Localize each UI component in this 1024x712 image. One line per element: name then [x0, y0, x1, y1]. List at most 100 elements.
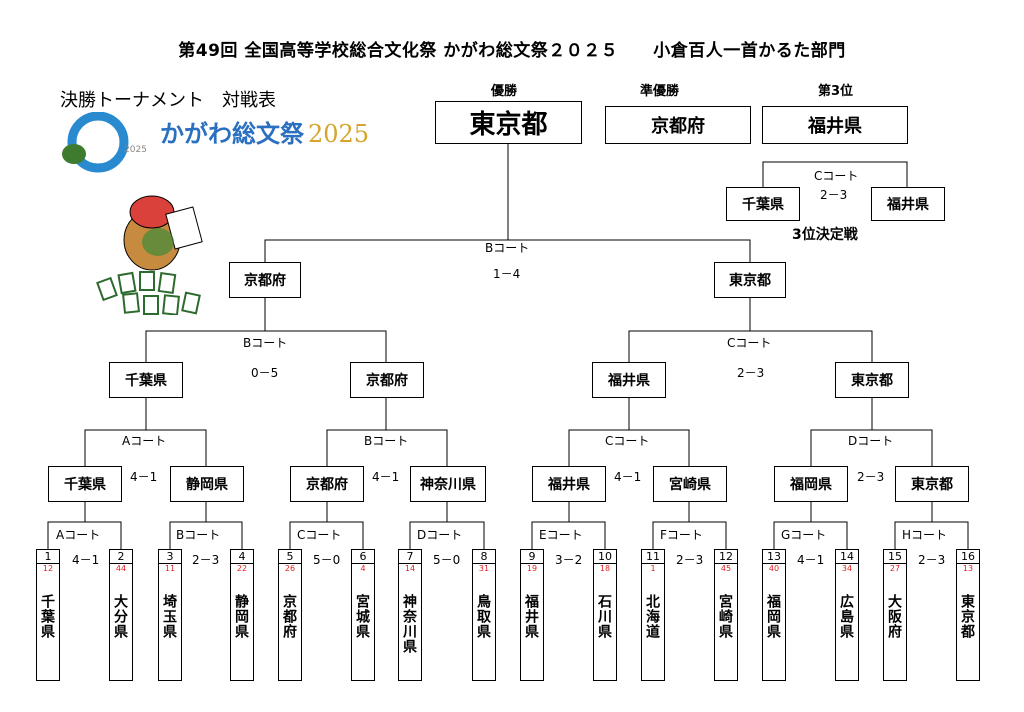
- entry-name: 北海道: [644, 594, 660, 639]
- champion-label: 優勝: [491, 84, 518, 99]
- quarterfinal-court: Aコート: [122, 434, 167, 448]
- quarterfinal-box: 福井県: [532, 466, 606, 502]
- final-left: 京都府: [229, 262, 301, 298]
- karuta-cards: [96, 271, 201, 315]
- svg-text:2025: 2025: [124, 145, 147, 155]
- semifinal-box: 福井県: [592, 362, 666, 398]
- entry-number: 10: [594, 550, 616, 564]
- entry-number: 6: [352, 550, 374, 564]
- first-round-court: Fコート: [660, 528, 703, 542]
- third-place-caption: 3位決定戦: [792, 227, 858, 243]
- quarterfinal-score: 2－3: [857, 470, 885, 484]
- quarterfinal-score: 4－1: [614, 470, 642, 484]
- entry-seed: 4: [360, 564, 366, 573]
- page-subtitle: 決勝トーナメント 対戦表: [60, 90, 276, 111]
- first-round-court: Eコート: [539, 528, 583, 542]
- first-round-court: Aコート: [56, 528, 101, 542]
- entry-number: 7: [399, 550, 421, 564]
- entry-number: 1: [37, 550, 59, 564]
- entry-seed: 11: [164, 564, 176, 573]
- entry-name: 石川県: [596, 594, 612, 639]
- logo-year: 2025: [308, 120, 370, 148]
- first-round-score: 5－0: [433, 553, 461, 567]
- third-place-score: 2－3: [820, 188, 848, 202]
- entry-number: 8: [473, 550, 495, 564]
- quarterfinal-box: 宮崎県: [653, 466, 727, 502]
- entry-name: 宮崎県: [717, 594, 733, 639]
- entry-seed: 34: [841, 564, 853, 573]
- first-round-score: 2－3: [192, 553, 220, 567]
- entry-name: 京都府: [281, 594, 297, 639]
- entry-seed: 19: [526, 564, 538, 573]
- entry-name: 鳥取県: [475, 594, 491, 639]
- quarterfinal-score: 4－1: [372, 470, 400, 484]
- entry-name: 埼玉県: [161, 594, 177, 639]
- quarterfinal-court: Cコート: [605, 434, 650, 448]
- final-score: 1－4: [493, 267, 521, 281]
- logo-icon: 2025: [62, 112, 147, 173]
- final-court: Bコート: [485, 241, 530, 255]
- entry-seed: 44: [115, 564, 127, 573]
- third-label: 第3位: [818, 84, 854, 99]
- semifinal-box: 京都府: [350, 362, 424, 398]
- champion-box: 東京都: [435, 101, 582, 144]
- entry-seed: 40: [768, 564, 780, 573]
- third-place-left: 千葉県: [726, 187, 800, 221]
- third-box: 福井県: [762, 106, 908, 144]
- quarterfinal-court: Bコート: [364, 434, 409, 448]
- entry-seed: 14: [404, 564, 416, 573]
- first-round-score: 5－0: [313, 553, 341, 567]
- entry-seed: 18: [599, 564, 611, 573]
- entry-name: 静岡県: [233, 594, 249, 639]
- quarterfinal-box: 神奈川県: [410, 466, 486, 502]
- first-round-score: 2－3: [676, 553, 704, 567]
- entry-seed: 45: [720, 564, 732, 573]
- first-round-court: Bコート: [176, 528, 221, 542]
- entry-seed: 1: [650, 564, 656, 573]
- first-round-score: 4－1: [797, 553, 825, 567]
- entry-number: 11: [642, 550, 664, 564]
- entry-seed: 13: [962, 564, 974, 573]
- entry-number: 5: [279, 550, 301, 564]
- entry-number: 16: [957, 550, 979, 564]
- entry-number: 15: [884, 550, 906, 564]
- entry-name: 東京都: [959, 594, 975, 639]
- entry-name: 宮城県: [354, 594, 370, 639]
- entry-name: 福井県: [523, 594, 539, 639]
- first-round-court: Hコート: [902, 528, 948, 542]
- entry-number: 9: [521, 550, 543, 564]
- quarterfinal-box: 京都府: [290, 466, 364, 502]
- entry-name: 大阪府: [886, 594, 902, 639]
- entry-seed: 31: [478, 564, 490, 573]
- quarterfinal-court: Dコート: [848, 434, 894, 448]
- page-title: 第49回 全国高等学校総合文化祭 かがわ総文祭２０２５ 小倉百人一首かるた部門: [178, 41, 846, 61]
- entry-name: 大分県: [112, 594, 128, 639]
- runner-up-box: 京都府: [605, 106, 751, 144]
- entry-number: 13: [763, 550, 785, 564]
- semifinal-court: Cコート: [727, 336, 772, 350]
- final-right: 東京都: [714, 262, 786, 298]
- mascot-icon: [96, 195, 203, 315]
- quarterfinal-box: 福岡県: [774, 466, 848, 502]
- first-round-court: Gコート: [781, 528, 827, 542]
- semifinal-box: 千葉県: [109, 362, 183, 398]
- entry-seed: 27: [889, 564, 901, 573]
- semifinal-court: Bコート: [243, 336, 288, 350]
- entry-seed: 12: [42, 564, 54, 573]
- first-round-court: Dコート: [417, 528, 463, 542]
- entry-number: 3: [159, 550, 181, 564]
- entry-seed: 22: [236, 564, 248, 573]
